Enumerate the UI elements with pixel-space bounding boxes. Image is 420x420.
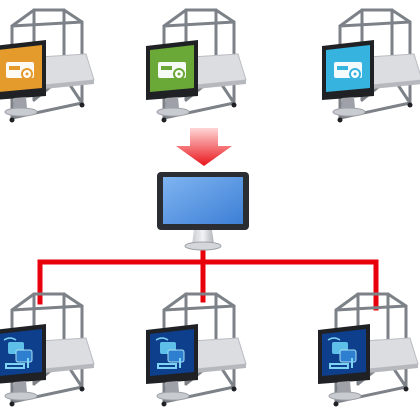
network-logo-icon (2, 337, 38, 371)
workstation-bottom-1 (0, 292, 95, 407)
network-logo-icon (326, 337, 362, 371)
disk-drive-icon (6, 62, 34, 80)
monitor-icon (163, 177, 243, 224)
monitor (322, 40, 374, 117)
top-workstation-row (0, 8, 420, 123)
monitor (318, 324, 370, 401)
connector-lines (37, 245, 379, 311)
monitor (0, 324, 46, 401)
monitor-stand (192, 230, 214, 244)
workstation-top-2 (146, 8, 247, 123)
down-arrow-icon (176, 128, 232, 166)
workstation-top-3 (322, 8, 420, 123)
monitor (0, 40, 46, 117)
network-logo-icon (154, 337, 190, 371)
workstation-bottom-3 (318, 292, 419, 407)
monitor (146, 324, 198, 401)
central-computer (157, 172, 249, 251)
bottom-workstation-row (0, 292, 419, 407)
workstation-bottom-2 (146, 292, 247, 407)
disk-drive-icon (334, 62, 362, 80)
monitor (146, 40, 198, 117)
disk-drive-icon (158, 62, 186, 80)
workstation-top-1 (0, 8, 95, 123)
